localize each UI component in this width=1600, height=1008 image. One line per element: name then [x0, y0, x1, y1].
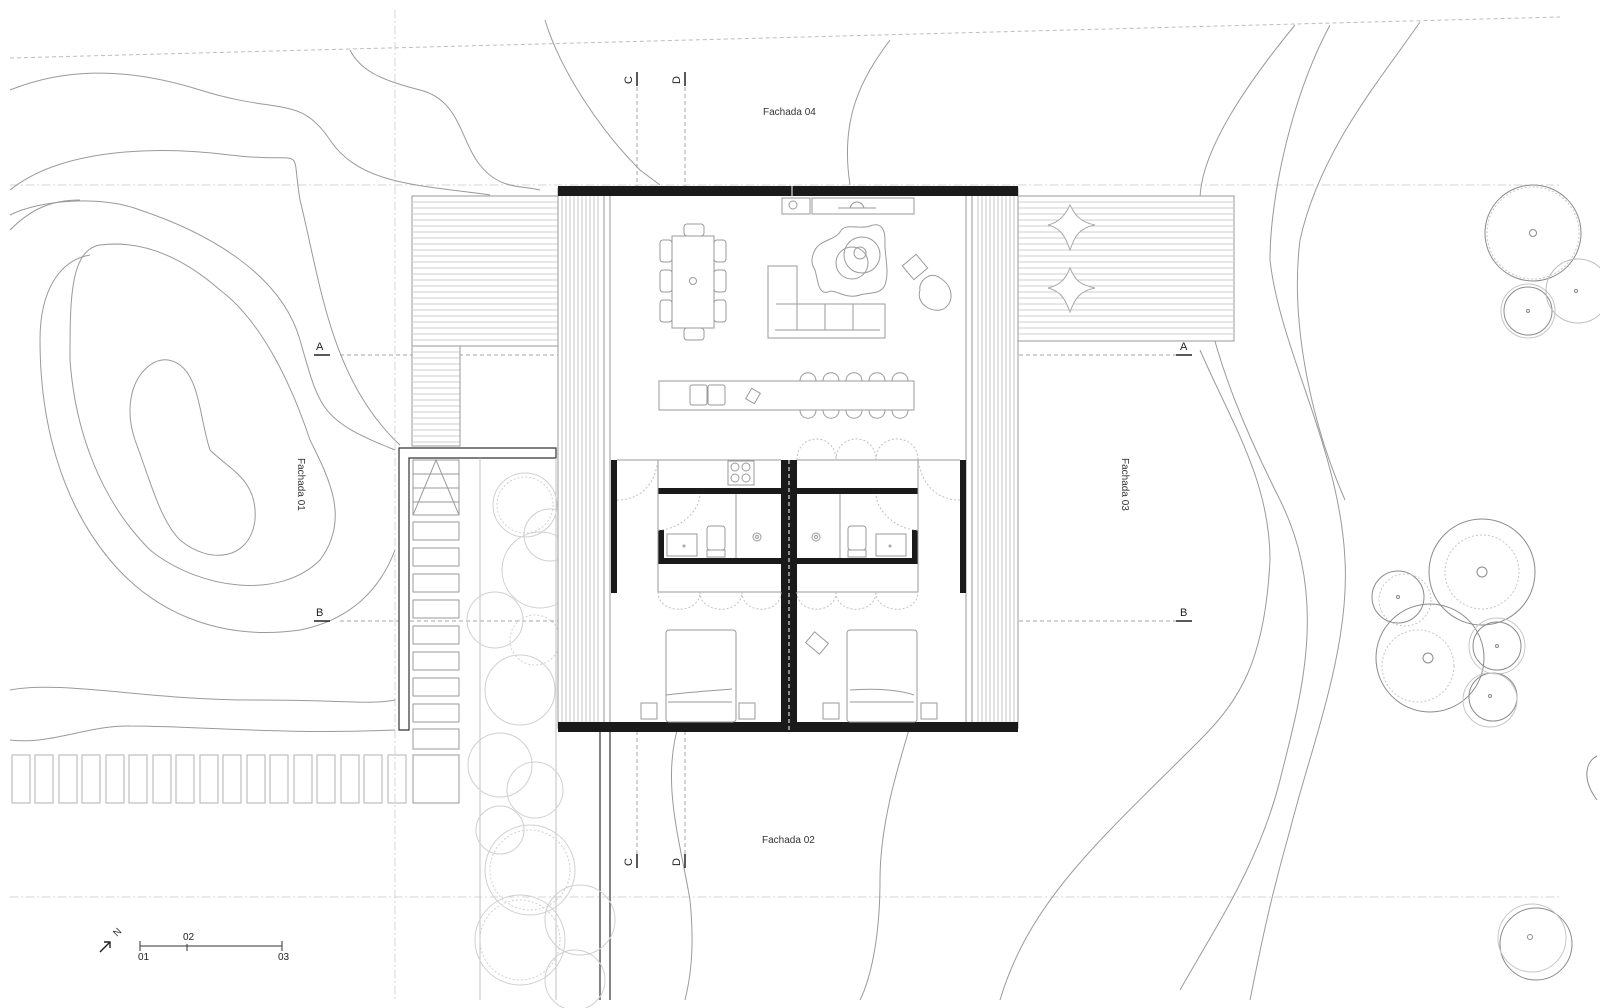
facade-south-label: Fachada 02 [762, 835, 815, 846]
section-c-bottom-label: C [623, 858, 635, 866]
section-a-left-label: A [316, 341, 324, 353]
paver-row [11, 754, 407, 804]
section-b-right-label: B [1180, 607, 1188, 619]
section-d-bottom-label: D [671, 858, 683, 866]
north-arrow-icon [99, 941, 111, 953]
east-deck [1017, 195, 1235, 342]
scale-tick-01: 01 [138, 952, 150, 963]
section-c-top-label: C [623, 76, 635, 84]
facade-west-label: Fachada 01 [295, 458, 306, 511]
scale-tick-02: 02 [183, 932, 195, 943]
contour-lines [9, 19, 1421, 1001]
west-deck [398, 195, 559, 804]
scale-bar [139, 941, 283, 951]
facade-east-label: Fachada 03 [1119, 458, 1130, 511]
section-d-top-label: D [671, 76, 683, 84]
trees [1371, 184, 1600, 981]
house [557, 186, 1019, 732]
facade-north-label: Fachada 04 [763, 107, 816, 118]
section-markers [314, 72, 1192, 868]
section-a-right-label: A [1180, 341, 1188, 353]
section-b-left-label: B [316, 607, 324, 619]
scale-tick-03: 03 [278, 952, 290, 963]
